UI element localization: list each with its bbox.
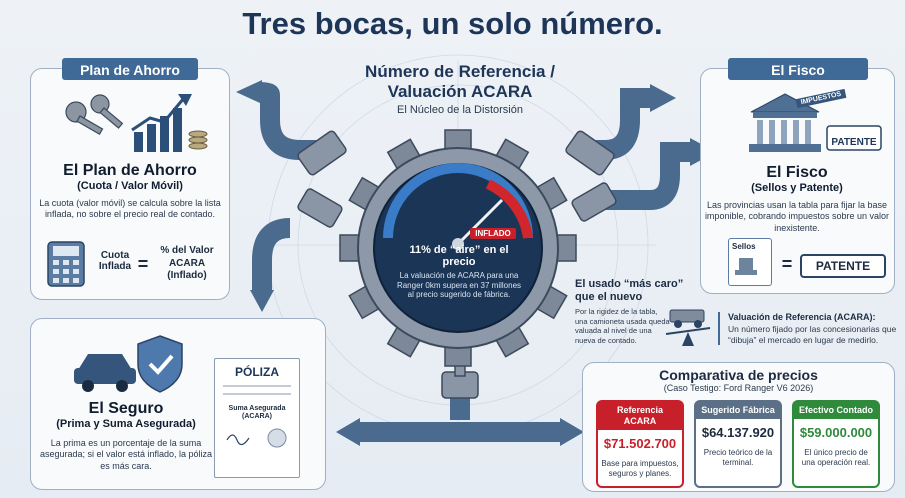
- gear: [339, 129, 577, 367]
- valuacion-text: Un número fijado por las concesionarias …: [728, 324, 897, 345]
- price-card-head: Efectivo Contado: [794, 402, 878, 419]
- fisco-subtitle: (Sellos y Patente): [751, 182, 843, 194]
- price-card-note: El único precio de una operación real.: [801, 447, 871, 467]
- formula-left: Cuota Inflada: [98, 250, 132, 272]
- sellos-label: Sellos: [732, 242, 756, 251]
- inflado-badge: INFLADO: [470, 228, 516, 239]
- price-card-fabrica: Sugerido Fábrica $64.137.920 Precio teór…: [694, 400, 782, 488]
- comparativa-title: Comparativa de precios: [659, 367, 818, 383]
- pistons: [297, 130, 617, 399]
- plan-text-block: El Plan de Ahorro (Cuota / Valor Móvil) …: [36, 162, 224, 221]
- fisco-equals: =: [781, 254, 793, 274]
- aire-text: La valuación de ACARA para una Ranger 0k…: [396, 271, 522, 300]
- center-subheading: El Núcleo de la Distorsión: [397, 104, 523, 116]
- patente-plate: PATENTE: [800, 254, 886, 278]
- seguro-subtitle: (Prima y Suma Asegurada): [56, 418, 196, 430]
- fisco-tab: El Fisco: [728, 58, 868, 80]
- truck-on-scale-icon: [665, 309, 711, 346]
- poliza-suma-asegurada: Suma Asegurada (ACARA): [228, 405, 286, 421]
- sellos-document: Sellos: [728, 238, 772, 286]
- usado-block: El usado “más caro” que el nuevo Por la …: [575, 278, 705, 345]
- center-heading-block: Número de Referencia / Valuación ACARA E…: [310, 62, 610, 116]
- signature-and-seal-icon: [226, 428, 287, 448]
- price-card-head: Referencia ACARA: [598, 402, 682, 430]
- center-heading-line2: Valuación ACARA: [387, 82, 533, 101]
- aire-title: 11% de “aire” en el precio: [409, 244, 509, 268]
- plan-tab: Plan de Ahorro: [62, 58, 198, 80]
- aire-block: 11% de “aire” en el precio La valuación …: [393, 244, 525, 300]
- car-and-shield-icon: [74, 335, 183, 393]
- government-building-icon: [749, 93, 882, 152]
- formula-equals: =: [137, 254, 149, 274]
- comparativa-heading: Comparativa de precios (Caso Testigo: Fo…: [582, 367, 895, 393]
- fisco-description: Las provincias usan la tabla para fijar …: [704, 200, 890, 233]
- seguro-description: La prima es un porcentaje de la suma ase…: [39, 438, 213, 471]
- price-card-value: $59.000.000: [799, 424, 873, 440]
- plan-title: El Plan de Ahorro: [63, 162, 197, 179]
- price-card-value: $64.137.920: [701, 424, 775, 440]
- comparativa-subtitle: (Caso Testigo: Ford Ranger V6 2026): [663, 383, 814, 393]
- stamp-icon: [735, 258, 757, 275]
- usado-text: Por la rigidez de la tabla, una camionet…: [575, 307, 670, 345]
- fisco-title: El Fisco: [766, 164, 828, 181]
- price-card-value: $71.502.700: [603, 435, 677, 451]
- flow-arrows: [252, 82, 690, 442]
- center-heading-line1: Número de Referencia /: [365, 62, 555, 81]
- seguro-text-block: El Seguro (Prima y Suma Asegurada) La pr…: [36, 400, 216, 472]
- poliza-document: PÓLIZA Suma Asegurada (ACARA): [214, 358, 300, 478]
- price-card-note: Precio teórico de la terminal.: [703, 447, 773, 467]
- page-title: Tres bocas, un solo número.: [242, 6, 663, 41]
- keys-and-growth-chart-icon: [65, 94, 208, 152]
- plan-subtitle: (Cuota / Valor Móvil): [77, 180, 183, 192]
- usado-title: El usado “más caro” que el nuevo: [575, 278, 684, 304]
- price-card-note: Base para impuestos, seguros y planes.: [601, 458, 679, 478]
- price-card-contado: Efectivo Contado $59.000.000 El único pr…: [792, 400, 880, 488]
- seguro-title: El Seguro: [88, 400, 164, 417]
- valuacion-block: Valuación de Referencia (ACARA): Un núme…: [718, 312, 900, 346]
- poliza-title: PÓLIZA: [235, 365, 279, 379]
- formula-right: % del Valor ACARA (Inflado): [160, 245, 214, 281]
- patente-plate-label: PATENTE: [831, 137, 877, 148]
- fisco-text-block: El Fisco (Sellos y Patente) Las provinci…: [704, 164, 890, 234]
- calculator-icon: [47, 241, 85, 287]
- price-card-acara: Referencia ACARA $71.502.700 Base para i…: [596, 400, 684, 488]
- valuacion-title: Valuación de Referencia (ACARA):: [728, 312, 876, 322]
- plan-description: La cuota (valor móvil) se calcula sobre …: [39, 198, 221, 220]
- price-card-head: Sugerido Fábrica: [696, 402, 780, 419]
